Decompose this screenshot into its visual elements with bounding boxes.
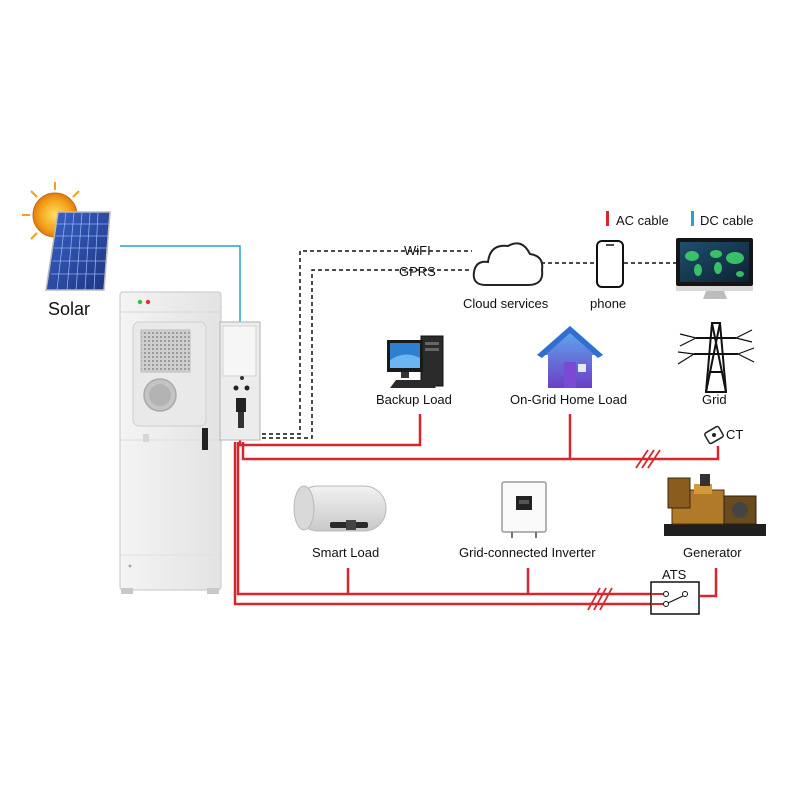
water-heater-icon — [293, 485, 387, 532]
smart-load-label: Smart Load — [312, 545, 379, 560]
solar-panel-icon — [45, 211, 111, 291]
dc-cable-legend-label: DC cable — [700, 213, 753, 228]
desktop-computer-icon — [387, 335, 444, 388]
grid-connected-inverter-label: Grid-connected Inverter — [459, 545, 596, 560]
main-grid-cable — [241, 442, 720, 461]
solar-label: Solar — [48, 299, 90, 319]
world-map-monitor-icon — [676, 238, 753, 299]
transmission-tower-icon — [677, 322, 755, 393]
wifi-link — [248, 250, 472, 435]
cloud-icon — [472, 242, 544, 286]
gprs-link — [248, 269, 472, 439]
generator-label: Generator — [683, 545, 742, 560]
ats-lower-cable — [233, 442, 660, 606]
current-transformer-icon — [704, 425, 724, 445]
ats-switch — [650, 581, 700, 615]
smartphone-icon — [596, 240, 624, 288]
communication-links — [248, 250, 676, 439]
house-icon — [537, 326, 603, 388]
dc-cable-legend-swatch — [691, 211, 694, 226]
generator-icon — [664, 474, 766, 536]
gprs-label: GPRS — [399, 264, 436, 279]
ac-cable-legend-label: AC cable — [616, 213, 669, 228]
battery-cabinet-icon — [119, 291, 261, 594]
dc-cable-solar — [120, 245, 241, 322]
on-grid-home-load-label: On-Grid Home Load — [510, 392, 627, 407]
backup-load-cable — [238, 414, 422, 447]
legend: AC cable DC cable — [606, 211, 753, 228]
ct-label: CT — [726, 427, 743, 442]
grid-label: Grid — [702, 392, 727, 407]
break-marks — [587, 449, 661, 611]
phone-label: phone — [590, 296, 626, 311]
ats-upper-cable — [236, 442, 660, 596]
inverter-icon — [501, 481, 547, 538]
generator-cable — [700, 568, 718, 598]
backup-load-label: Backup Load — [376, 392, 452, 407]
ac-cable-legend-swatch — [606, 211, 609, 226]
ats-label: ATS — [662, 567, 687, 582]
cloud-services-label: Cloud services — [463, 296, 549, 311]
wifi-label: WiFI — [404, 243, 431, 258]
ac-cables — [233, 414, 720, 606]
